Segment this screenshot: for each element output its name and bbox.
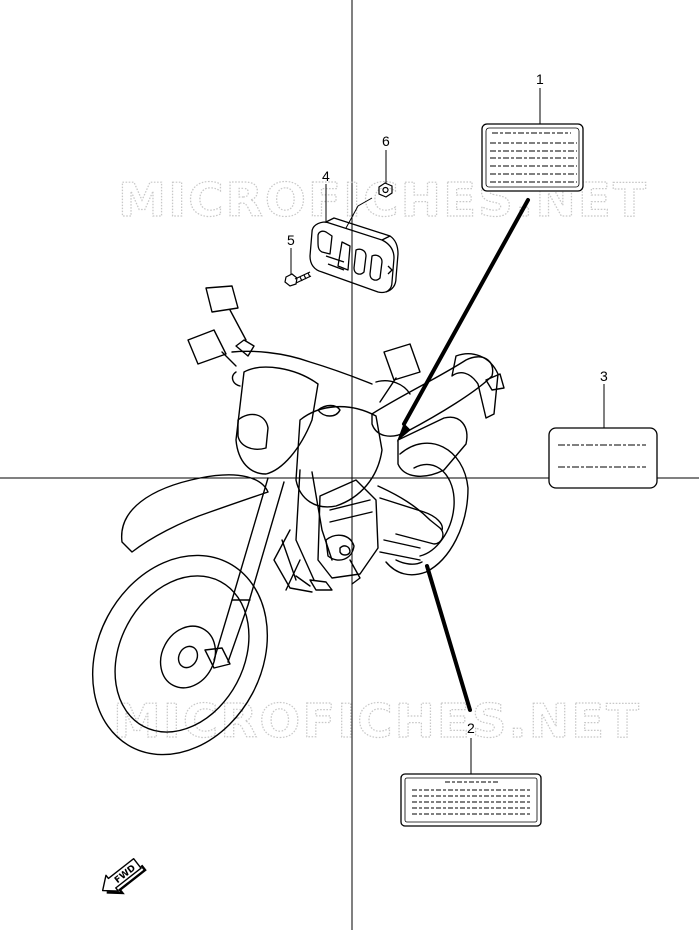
side-panel — [397, 416, 468, 477]
mirror-left — [187, 285, 247, 367]
leader-line-4b — [345, 197, 373, 229]
callout-3: 3 — [600, 368, 608, 384]
handlebar — [231, 339, 411, 395]
engine — [317, 479, 379, 585]
rear-wheel — [385, 442, 469, 576]
callout-5: 5 — [287, 232, 295, 248]
pointer-label-1 — [402, 198, 530, 426]
pointer-label-2 — [425, 564, 472, 712]
callout-4: 4 — [322, 168, 330, 184]
callout-numbers: 1 2 3 4 5 6 — [287, 71, 608, 736]
label-plate-1 — [481, 123, 584, 192]
motorcycle-drawing — [91, 285, 505, 756]
fuel-tank — [295, 406, 383, 508]
nut-part — [378, 182, 393, 198]
seat — [371, 356, 494, 437]
fwd-arrow-icon: FWD — [101, 858, 147, 895]
exhaust — [377, 485, 444, 561]
leader-lines — [290, 88, 605, 774]
callout-1: 1 — [536, 71, 544, 87]
front-fender — [121, 474, 269, 553]
pointer-lines — [402, 198, 530, 712]
callout-6: 6 — [382, 133, 390, 149]
front-wheel — [91, 554, 269, 756]
footpeg — [309, 579, 333, 591]
label-plate-3 — [548, 427, 658, 489]
watermark-bottom: MICROFICHES.NET — [113, 694, 641, 748]
tool-bag-part — [309, 217, 399, 294]
rear-fender — [451, 353, 499, 419]
label-plate-2 — [400, 773, 542, 827]
frame — [273, 469, 333, 593]
front-fork — [204, 477, 285, 669]
callout-2: 2 — [467, 720, 475, 736]
bolt-part — [284, 271, 312, 287]
headlight-cowl — [235, 366, 319, 475]
mirror-right — [379, 343, 421, 403]
